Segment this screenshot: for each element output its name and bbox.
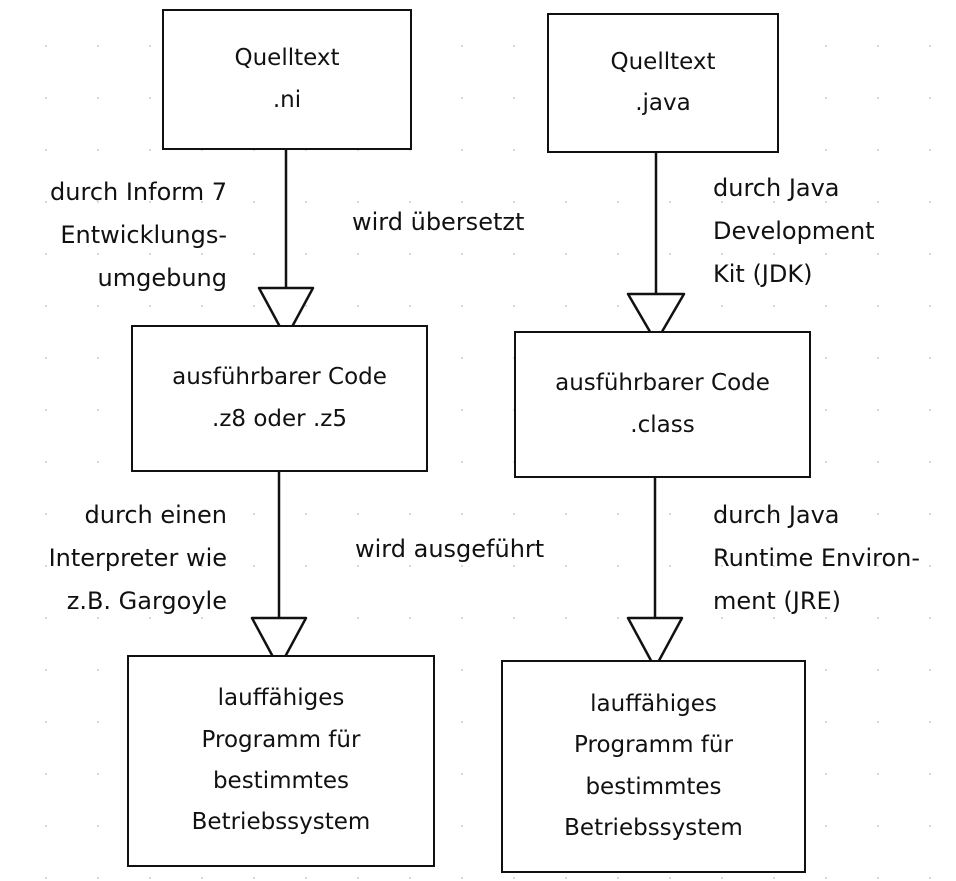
arrow-z8-to-program bbox=[250, 472, 308, 670]
label-line: durch einen bbox=[84, 501, 227, 529]
label-line: umgebung bbox=[97, 264, 227, 292]
box-text-line: Programm für bbox=[574, 732, 733, 759]
label-line: durch Inform 7 bbox=[50, 178, 227, 206]
box-text-line: bestimmtes bbox=[212, 768, 350, 794]
box-text-line: .class bbox=[630, 411, 695, 438]
box-text-line: Quelltext bbox=[234, 45, 340, 72]
label-interpreter: durch einen Interpreter wie z.B. Gargoyl… bbox=[49, 494, 227, 623]
box-text-line: Quelltext bbox=[610, 48, 716, 75]
box-text-line: ausführbarer Code bbox=[555, 370, 770, 397]
box-source-java: Quelltext .java bbox=[547, 13, 779, 153]
box-text-line: Betriebssystem bbox=[191, 809, 371, 836]
label-line: durch Java bbox=[713, 501, 840, 529]
label-jre: durch Java Runtime Environ- ment (JRE) bbox=[713, 494, 920, 623]
box-text-line: lauffähiges bbox=[590, 690, 717, 717]
label-line: Development bbox=[713, 217, 875, 245]
box-text-line: Programm für bbox=[201, 726, 361, 753]
label-line: Interpreter wie bbox=[48, 544, 227, 572]
label-line: Entwicklungs- bbox=[60, 221, 227, 249]
box-executable-z8: ausführbarer Code .z8 oder .z5 bbox=[131, 325, 428, 472]
arrow-java-to-class bbox=[626, 153, 686, 344]
box-text-line: .z8 oder .z5 bbox=[212, 405, 347, 432]
label-line: Kit (JDK) bbox=[713, 260, 813, 288]
label-inform7-compiler: durch Inform 7 Entwicklungs- umgebung bbox=[50, 171, 227, 300]
box-text-line: .java bbox=[635, 90, 691, 116]
box-text-line: Betriebssystem bbox=[564, 814, 743, 841]
box-text-line: bestimmtes bbox=[585, 773, 722, 800]
box-text-line: lauffähiges bbox=[217, 685, 345, 712]
label-line: ment (JRE) bbox=[713, 587, 842, 615]
arrow-class-to-program bbox=[626, 478, 684, 670]
label-run-step: wird ausgeführt bbox=[355, 528, 544, 571]
label-line: z.B. Gargoyle bbox=[66, 587, 227, 615]
box-text-line: ausführbarer Code bbox=[172, 364, 387, 391]
box-program-right: lauffähiges Programm für bestimmtes Betr… bbox=[501, 660, 806, 873]
label-compile-step: wird übersetzt bbox=[352, 201, 524, 244]
box-executable-class: ausführbarer Code .class bbox=[514, 331, 811, 478]
label-jdk: durch Java Development Kit (JDK) bbox=[713, 167, 875, 296]
box-program-left: lauffähiges Programm für bestimmtes Betr… bbox=[127, 655, 435, 867]
arrow-ni-to-z8 bbox=[257, 148, 315, 340]
label-line: wird ausgeführt bbox=[355, 535, 545, 563]
box-text-line: .ni bbox=[272, 86, 302, 113]
label-line: Runtime Environ- bbox=[713, 544, 921, 572]
label-line: durch Java bbox=[713, 174, 840, 202]
label-line: wird übersetzt bbox=[352, 208, 525, 236]
box-source-ni: Quelltext .ni bbox=[162, 9, 412, 150]
